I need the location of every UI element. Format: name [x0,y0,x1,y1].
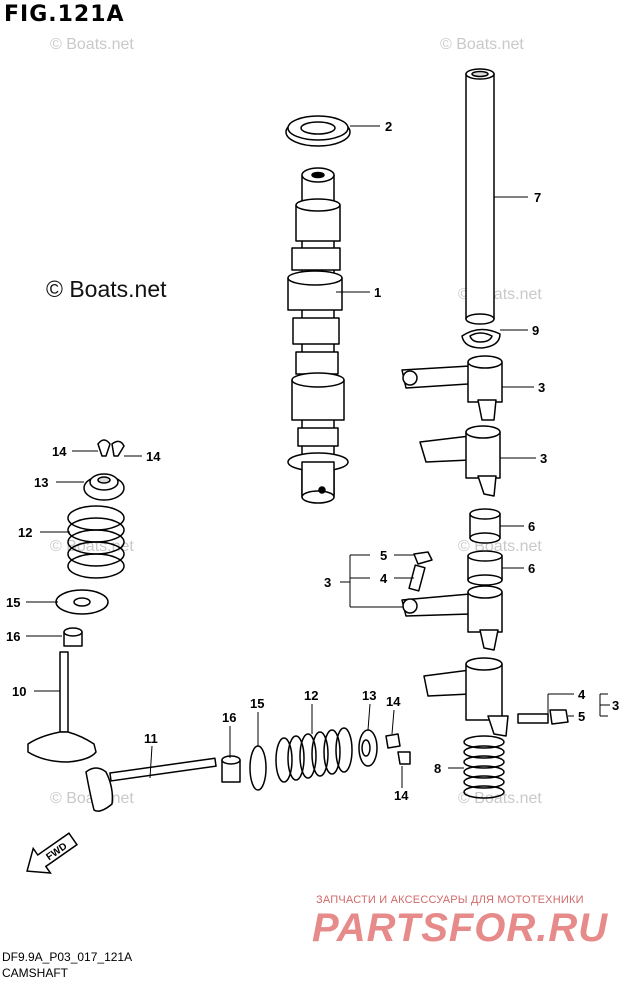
callout-3: 3 [324,575,331,590]
rocker-arm-part [423,657,509,737]
nut-part [549,709,569,725]
figure-title: FIG.121A [4,2,125,27]
promo-tagline: ЗАПЧАСТИ И АКСЕССУАРЫ ДЛЯ МОТОТЕХНИКИ [316,894,584,906]
callout-14: 14 [52,444,67,459]
callout-15: 15 [6,595,20,610]
callout-5: 5 [380,548,387,563]
diagram-code: DF9.9A_P03_017_121A [2,950,133,964]
valve-part [27,651,97,763]
adjusting-screw-part [517,713,549,724]
forward-arrow-icon: FWD [26,832,78,874]
camshaft-part [287,167,349,504]
valve-cotter-part [397,751,411,765]
callout-14: 14 [394,788,409,803]
callout-2: 2 [385,119,392,134]
diagram-caption: CAMSHAFT [2,966,68,980]
spring-retainer-part [83,473,125,501]
watermark: © Boats.net [50,538,134,555]
callout-11: 11 [144,731,158,746]
valve-cotter-part [385,733,401,749]
spring-retainer-part [358,729,378,767]
bushing-part [469,508,501,544]
valve-spring-part [463,735,505,799]
callout-16: 16 [6,629,20,644]
watermark: © Boats.net [458,790,542,807]
rocker-arm-part [401,355,503,421]
rocker-arm-part [401,585,503,651]
valve-spring-part [275,727,353,783]
callout-12: 12 [304,688,318,703]
callout-6: 6 [528,561,535,576]
callout-5: 5 [578,709,585,724]
callout-3: 3 [612,698,619,713]
main-watermark: © Boats.net [46,276,167,302]
watermark: © Boats.net [440,36,524,53]
callout-3: 3 [538,380,545,395]
rocker-shaft-part [465,68,495,325]
callout-14: 14 [146,449,161,464]
callout-13: 13 [34,475,48,490]
valve-part [85,757,217,812]
valve-stem-seal-part [221,755,241,783]
callout-9: 9 [532,323,539,338]
nut-part [413,551,433,565]
bushing-part [467,550,503,586]
callout-4: 4 [380,571,388,586]
callout-6: 6 [528,519,535,534]
callout-12: 12 [18,525,32,540]
watermark: © Boats.net [50,36,134,53]
callout-8: 8 [434,761,441,776]
spring-seat-part [249,745,267,791]
valve-cotter-part [111,440,125,457]
adjusting-screw-part [408,564,426,592]
oil-seal-part [285,115,351,147]
callout-7: 7 [534,190,541,205]
valve-cotter-part [97,439,111,457]
valve-spring-part [67,505,125,579]
callout-13: 13 [362,688,376,703]
callout-4: 4 [578,687,586,702]
rocker-arm-part [419,425,501,497]
callout-1: 1 [374,285,381,300]
callout-16: 16 [222,710,236,725]
callout-15: 15 [250,696,264,711]
spring-seat-part [55,589,109,615]
callout-14: 14 [386,694,401,709]
promo-logo: PARTSFOR.RU [312,906,609,950]
valve-stem-seal-part [63,627,83,647]
callout-3: 3 [540,451,547,466]
callout-10: 10 [12,684,26,699]
